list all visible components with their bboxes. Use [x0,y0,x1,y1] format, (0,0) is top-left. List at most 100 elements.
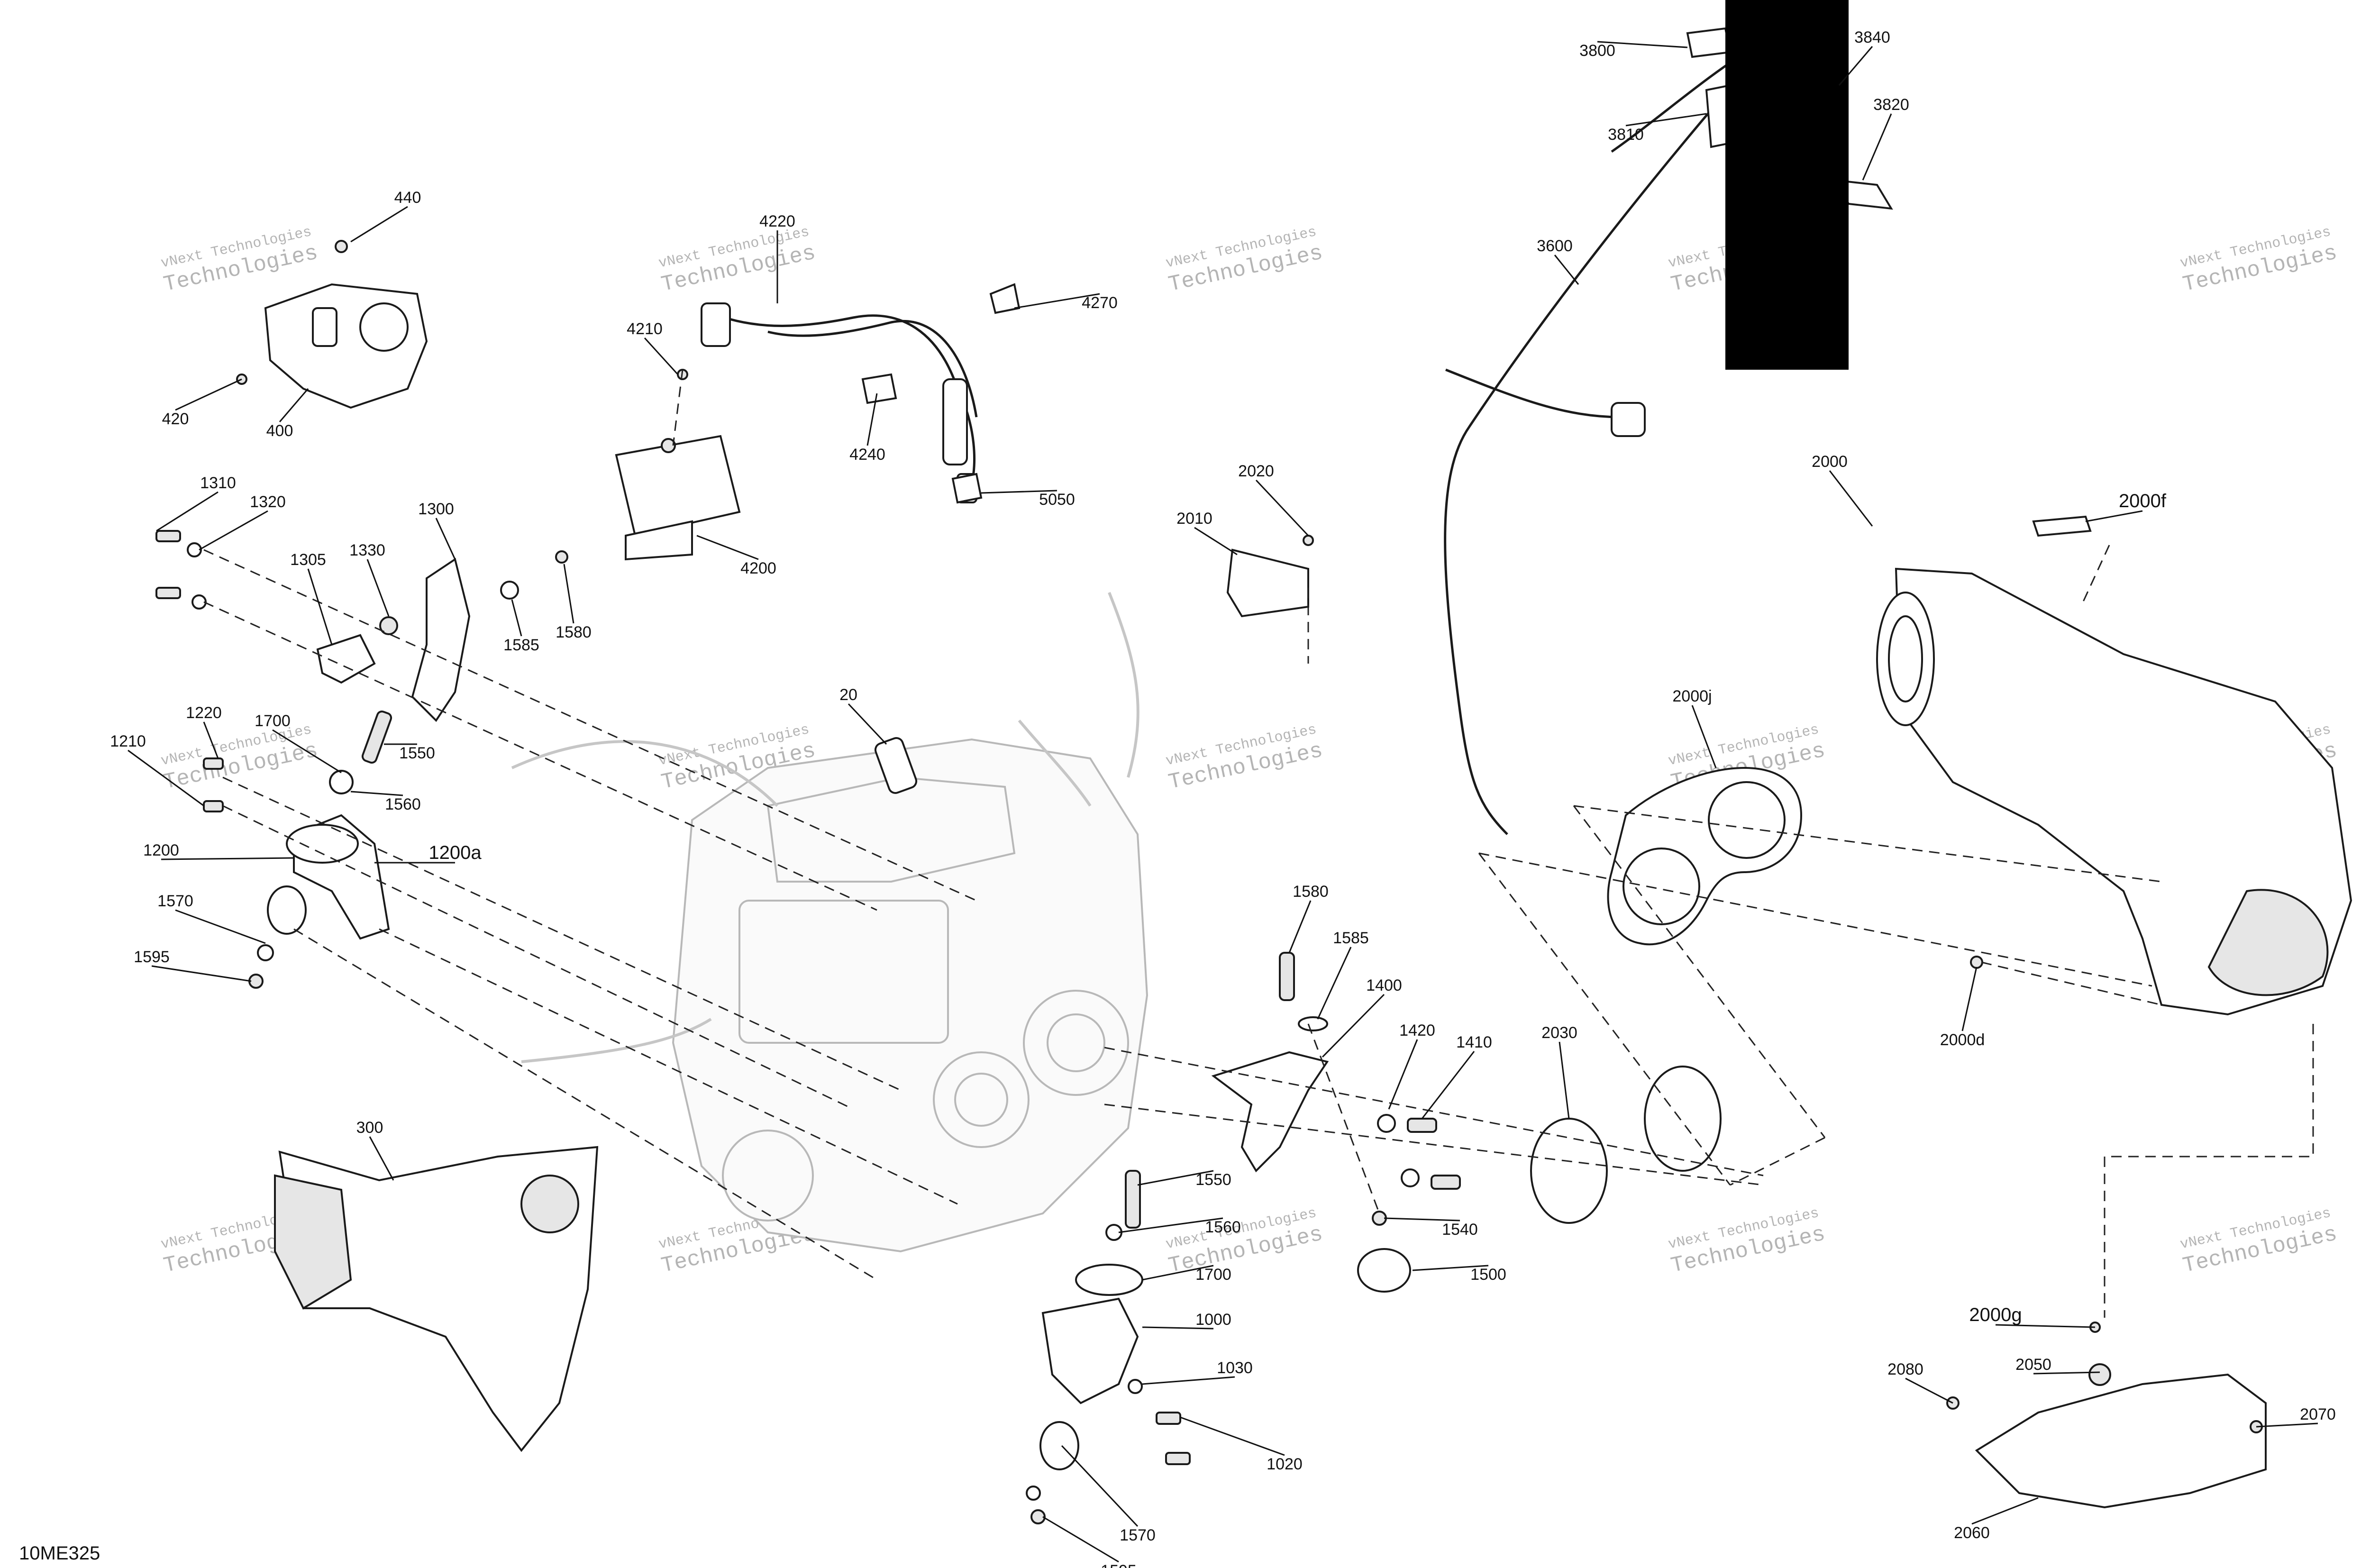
leader-1585a [511,599,522,637]
spacer-20 [874,737,918,794]
callout-1300: 1300 [418,500,454,518]
callout-20: 20 [839,686,857,704]
callout-2070: 2070 [2300,1405,2336,1423]
callout-2000g: 2000g [1969,1304,2022,1325]
callout-3600: 3600 [1537,237,1573,255]
leader-2000 [1829,470,1873,527]
leader-420 [175,378,242,411]
callout-2000d: 2000d [1940,1031,1985,1049]
actuator-400 [236,240,428,409]
callout-400: 400 [266,422,293,440]
leader-1595b [1042,1516,1119,1563]
callout-4240: 4240 [849,446,885,464]
leader-1700a [272,729,342,774]
callout-1200: 1200 [143,841,179,859]
callout-1320: 1320 [250,493,286,511]
callout-1700a: 1700 [255,712,291,730]
leader-1540 [1384,1217,1460,1222]
leader-3820 [1862,113,1892,181]
callout-2000f: 2000f [2119,491,2167,511]
callout-3820: 3820 [1873,96,1909,114]
ignition-harness-4220 [701,283,1021,504]
leader-1585b [1317,947,1352,1020]
leader-2000d [1961,966,1978,1031]
callout-2080: 2080 [1887,1360,1923,1378]
callout-4210: 4210 [627,320,663,338]
callout-1330: 1330 [349,541,385,559]
gasket-2000j [1607,766,1803,946]
leader-1560b [1118,1217,1223,1233]
mount-1200 [203,711,392,989]
callout-1580a: 1580 [556,623,592,641]
callout-300: 300 [356,1119,383,1137]
leader-1400 [1322,994,1385,1058]
callout-1305: 1305 [290,551,326,569]
callout-2010: 2010 [1176,510,1212,528]
leader-1310 [156,491,219,532]
guard-300 [274,1146,599,1452]
leader-1420 [1388,1039,1418,1110]
callout-2030: 2030 [1541,1024,1577,1042]
leader-2010 [1194,527,1238,556]
leader-4240 [866,393,878,446]
callout-1000: 1000 [1195,1311,1231,1329]
leader-2000g [1995,1324,2096,1328]
callout-3810: 3810 [1608,126,1644,144]
leader-2070 [2256,1422,2318,1428]
leader-1020 [1180,1416,1285,1456]
leader-1500 [1412,1265,1489,1271]
leader-2030 [1559,1041,1570,1119]
ignition-coil-4200 [615,369,741,561]
leader-1410 [1421,1051,1475,1119]
redaction-block [1725,0,1849,370]
callout-1595a: 1595 [134,948,170,966]
callout-4270: 4270 [1082,294,1118,312]
base-plate-2060 [1946,1322,2267,1509]
leader-1220 [203,721,219,759]
callout-2060: 2060 [1954,1524,1990,1542]
callout-5050: 5050 [1039,491,1075,509]
leader-1200 [161,857,294,860]
leader-1570a [175,909,266,944]
callout-1585b: 1585 [1333,929,1369,947]
mount-bracket-1300 [155,530,568,722]
engine-block-ghost [511,592,1149,1253]
leader-440 [350,206,408,243]
callout-1200a: 1200a [428,842,482,863]
leader-2020 [1255,479,1309,537]
callout-1700b: 1700 [1195,1266,1231,1284]
callout-4220: 4220 [759,212,795,230]
callout-2000j: 2000j [1672,687,1712,705]
leader-300 [369,1136,394,1181]
callout-2000: 2000 [1812,453,1848,471]
callout-420: 420 [162,410,189,428]
leader-1550b [1137,1170,1214,1186]
bracket-1400 [1211,952,1461,1293]
airbox-2000 [1876,515,2352,1016]
callout-1030: 1030 [1217,1359,1253,1377]
leader-4200 [696,535,759,560]
callout-1580b: 1580 [1293,883,1329,901]
leader-1580a [563,564,574,624]
leader-3800 [1597,41,1688,48]
leader-1000 [1142,1326,1214,1330]
leader-3840 [1838,46,1873,86]
leader-2060 [1971,1497,2039,1525]
callout-1550b: 1550 [1195,1171,1231,1189]
leader-1560a [350,791,403,796]
mount-1000 [1026,1170,1191,1524]
callout-1310: 1310 [200,474,236,492]
leader-5050 [981,490,1057,494]
callout-1570a: 1570 [157,892,193,910]
callout-1560b: 1560 [1205,1218,1241,1236]
assembly-lines [203,369,2314,1318]
leader-1580b [1288,900,1312,953]
